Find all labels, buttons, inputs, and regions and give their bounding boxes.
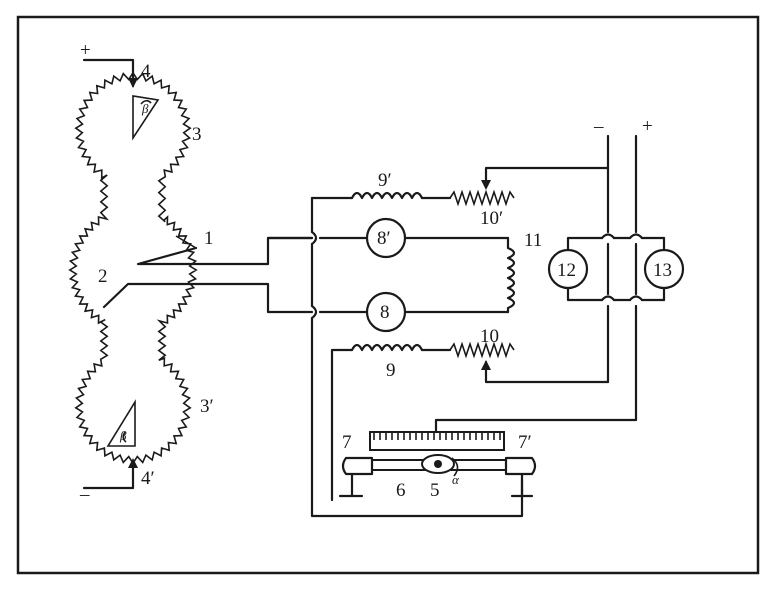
coil-11 [506,236,516,314]
brush-1-arrow [175,235,197,249]
label-11: 11 [524,230,542,251]
generator-8p [365,217,407,259]
label-plus-left: + [80,40,91,61]
resistance-loop [68,71,198,465]
field-coil-9p [350,191,424,200]
crossover-1 [310,230,318,246]
wire-motor-12 [566,236,666,302]
label-8: 8 [380,302,390,323]
label-8p: 8′ [377,228,391,249]
label-9p: 9′ [378,170,392,191]
rheostat-10 [449,341,515,359]
rail-plus [434,134,638,434]
label-1: 1 [204,228,214,249]
label-alpha: α [452,472,460,487]
cam-alpha-arc [451,457,459,477]
label-10p: 10′ [480,208,503,229]
rheostat-10p-arrow [481,180,491,190]
label-3: 3 [192,124,202,145]
comb-resistor [369,431,505,451]
label-9: 9 [386,360,396,381]
motor-12 [547,248,589,290]
diagram-frame [16,15,760,575]
label-7: 7 [342,432,352,453]
contact-arrow-4p [128,458,138,468]
rheostat-10p [449,189,515,207]
comb-teeth [373,432,501,440]
contact-7p [504,456,537,498]
label-12: 12 [557,260,576,281]
label-minus-right: – [593,116,604,137]
label-minus-left: – [79,484,90,505]
wire-9-branch [330,348,354,502]
beta-triangle-top [132,95,160,141]
cam-pivot [434,460,442,468]
wire-bus-left [310,196,524,518]
rheostat-10-slider [484,360,610,384]
brush-1 [136,236,314,266]
beta-arc-bottom [122,431,127,443]
wire-minus-bottom [82,460,135,490]
generator-8 [365,291,407,333]
label-6: 6 [396,480,406,501]
label-4p: 4′ [141,468,155,489]
label-plus-right: + [642,116,653,137]
label-7p: 7′ [518,432,532,453]
field-coil-9 [350,343,424,352]
label-beta-top: β [141,101,149,116]
contact-arrow-4 [128,78,138,88]
beta-triangle-bottom [106,399,136,447]
crossover-2 [310,304,318,320]
label-10: 10 [480,326,499,347]
label-13: 13 [653,260,672,281]
label-beta-bottom: β [119,428,127,443]
motor-13 [643,248,685,290]
label-5: 5 [430,480,440,501]
rheostat-10p-slider [484,166,610,188]
label-4: 4 [141,61,151,82]
rheostat-10-arrow [481,360,491,370]
wire-plus-top [82,58,135,88]
crossover-r1 [600,233,644,302]
beta-arc-top [140,99,152,105]
brush-2 [102,282,314,314]
label-3p: 3′ [200,396,214,417]
contact-7 [338,456,374,498]
label-2: 2 [98,266,108,287]
